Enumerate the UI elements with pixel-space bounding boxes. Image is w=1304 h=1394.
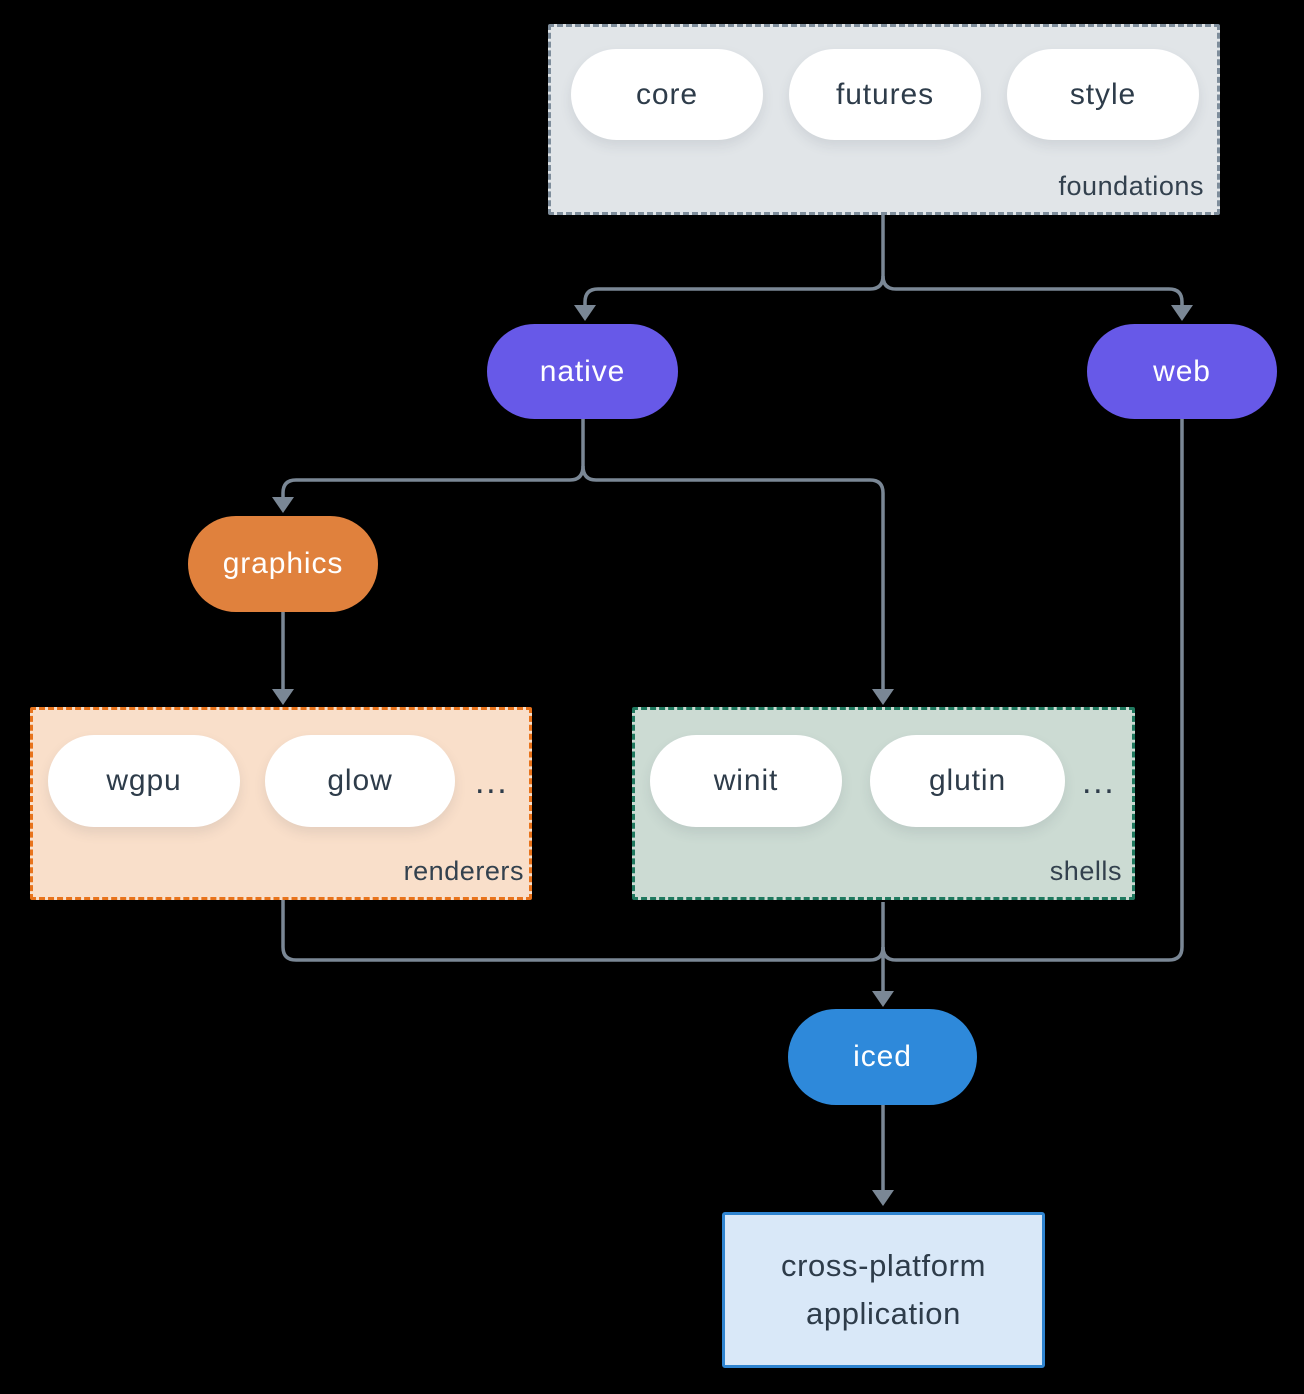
edge-foundations-web — [881, 275, 1184, 305]
edge-native-shells — [581, 465, 885, 689]
node-application: cross-platform application — [722, 1212, 1045, 1368]
node-style: style — [1007, 49, 1199, 140]
node-core-label: core — [636, 77, 698, 111]
shells-ellipsis: ... — [1082, 763, 1116, 801]
node-core: core — [571, 49, 763, 140]
node-glow-label: glow — [327, 764, 393, 797]
node-wgpu: wgpu — [48, 735, 240, 827]
arrowhead-shells — [872, 689, 894, 705]
arrowhead-renderers — [272, 689, 294, 705]
arrowhead-native — [574, 305, 596, 321]
arrowhead-application — [872, 1190, 894, 1206]
arrowhead-iced — [872, 991, 894, 1007]
node-winit: winit — [650, 735, 842, 827]
node-glutin: glutin — [870, 735, 1065, 827]
node-graphics-label: graphics — [222, 547, 344, 580]
group-shells-label: shells — [1049, 856, 1122, 886]
node-native: native — [487, 324, 678, 419]
node-futures: futures — [789, 49, 981, 140]
node-native-label: native — [539, 354, 626, 388]
edge-native-graphics — [281, 419, 585, 497]
group-renderers-label: renderers — [403, 856, 524, 886]
edge-renderers-merge — [281, 900, 885, 962]
group-foundations-label: foundations — [1058, 171, 1204, 201]
node-application-line2: application — [805, 1296, 962, 1331]
node-application-line1: cross-platform — [780, 1247, 987, 1283]
arrowhead-graphics — [272, 497, 294, 513]
node-iced-label: iced — [853, 1040, 912, 1073]
node-wgpu-label: wgpu — [106, 764, 182, 797]
arrowhead-web — [1171, 305, 1193, 321]
node-glutin-label: glutin — [928, 764, 1007, 797]
node-web-label: web — [1153, 354, 1211, 388]
node-winit-label: winit — [713, 764, 779, 797]
node-glow: glow — [265, 735, 455, 827]
edge-foundations-native — [583, 214, 885, 305]
node-web: web — [1087, 324, 1277, 419]
renderers-ellipsis: ... — [475, 763, 509, 801]
node-futures-label: futures — [835, 77, 934, 111]
node-iced: iced — [788, 1009, 977, 1105]
node-graphics: graphics — [188, 516, 378, 612]
node-style-label: style — [1069, 77, 1137, 111]
